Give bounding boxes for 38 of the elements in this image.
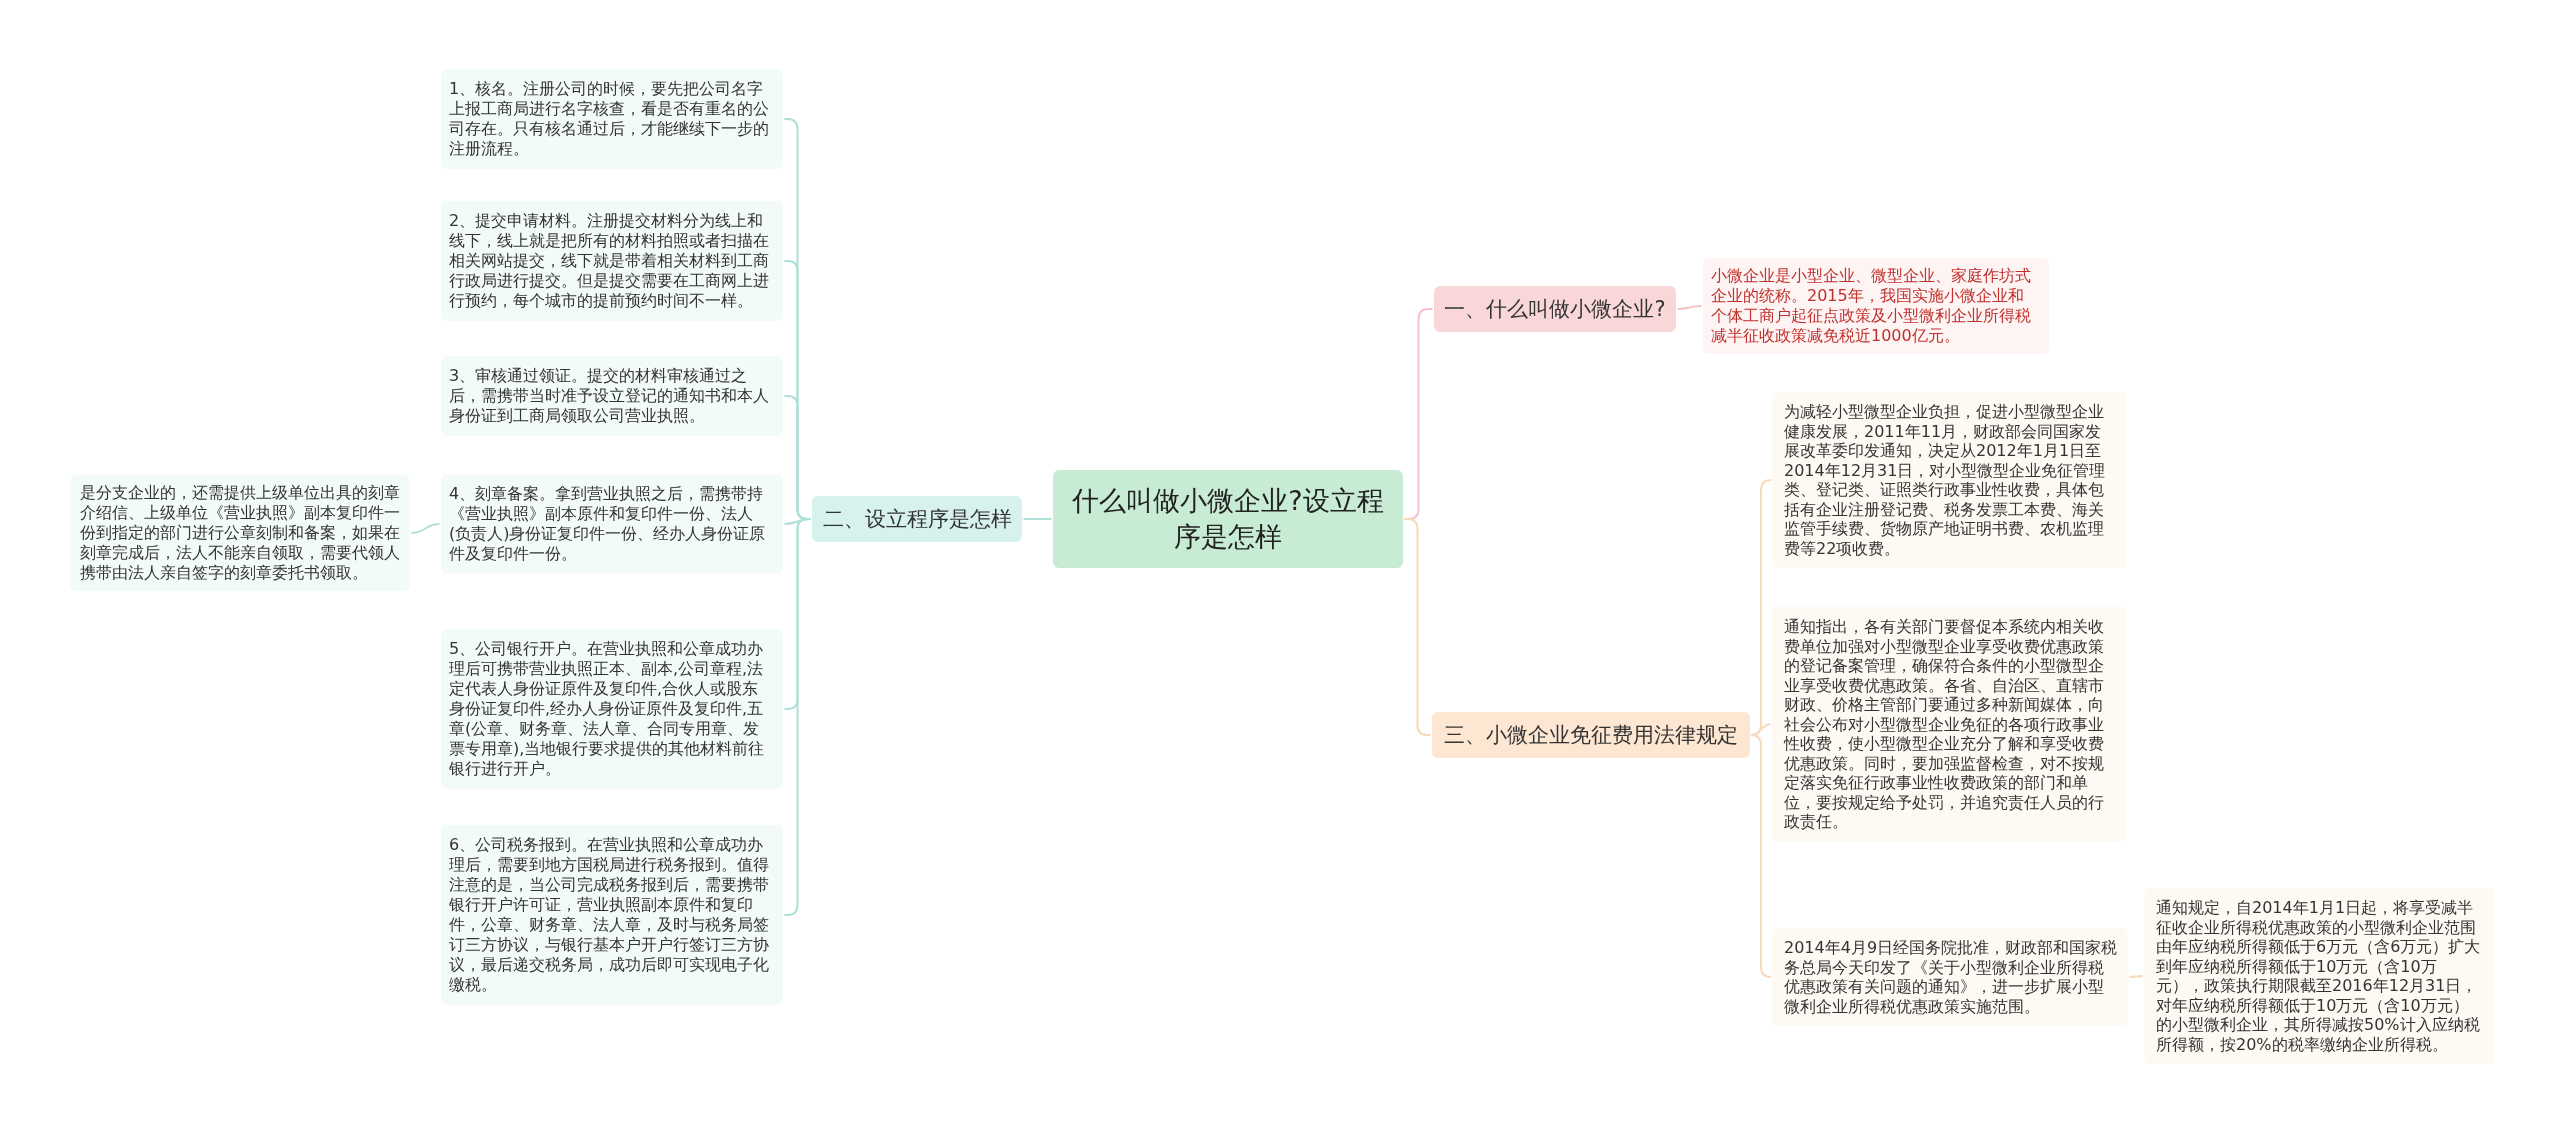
- note-box: [70, 475, 410, 591]
- note-text: 是分支企业的，还需提供上级单位出具的刻章介绍信、上级单位《营业执照》副本复印件一份到指定的部门进行公章刻制和备案，如果在刻章完成后，法人不能亲自领取，需要代领人携带由法人亲自签字的刻章委托书领取。: [80, 483, 400, 583]
- connector-line: [2128, 975, 2144, 978]
- note-text: 5、公司银行开户。在营业执照和公章成功办理后可携带营业执照正本、副本,公司章程,法定代表人身份证原件及复印件,合伙人或股东身份证复印件,经办人身份证原件及复印件,五章(公章、财务章、法人章、合同专用章、发票专用章),当地银行要求提供的其他材料前往银行进行开户。: [449, 639, 766, 779]
- note-text: 6、公司税务报到。在营业执照和公章成功办理后，需要到地方国税局进行税务报到。值得注意的是，当公司完成税务报到后，需要携带银行开户许可证，营业执照副本原件和复印件，公章、财务章、法人章，及时与税务局签订三方协议，与银行基本户开户行签订三方协议，最后递交税务局，成功后即可实现电子化缴税。: [449, 835, 770, 995]
- branch-title: 一、什么叫做小微企业?: [1444, 296, 1666, 322]
- note-box: [1772, 928, 2128, 1026]
- branch-title: 二、设立程序是怎样: [822, 506, 1012, 532]
- note-box: [441, 825, 783, 1005]
- note-box: [441, 356, 783, 436]
- note-text: 4、刻章备案。拿到营业执照之后，需携带持《营业执照》副本原件和复印件一份、法人(负责人)身份证复印件一份、经办人身份证原件及复印件一份。: [449, 484, 767, 564]
- topic-title: 什么叫做小微企业?设立程序是怎样: [1071, 484, 1385, 554]
- note-box: [441, 474, 783, 574]
- branch-topic-box: [812, 496, 1022, 542]
- branch-topic-box: [1432, 712, 1750, 758]
- branch-title: 三、小微企业免征费用法律规定: [1443, 722, 1739, 748]
- note-box: [2144, 888, 2494, 1064]
- connector-line: [1022, 518, 1053, 520]
- note-box: [1772, 607, 2126, 842]
- note-box: [441, 629, 783, 789]
- note-box: [441, 201, 783, 321]
- note-box: [1703, 258, 2049, 354]
- note-box: [1772, 392, 2126, 568]
- connector-line: [410, 523, 441, 534]
- connector-line: [1403, 518, 1432, 736]
- note-text: 通知规定，自2014年1月1日起，将享受减半征收企业所得税优惠政策的小型微利企业范围由年应纳税所得额低于6万元（含6万元）扩大到年应纳税所得额低于10万元（含10万元），政策执行期限截至2016年12月31日，对年应纳税所得额低于10万元（含10万元）的小型微利企业，其所得减按50%计入应纳税所得额，按20%的税率缴纳企业所得税。: [2156, 898, 2482, 1054]
- note-box: [441, 69, 783, 169]
- connector-line: [1676, 305, 1703, 310]
- note-text: 2、提交申请材料。注册提交材料分为线上和线下，线上就是把所有的材料拍照或者扫描在相关网站提交，线下就是带着相关材料到工商行政局进行提交。但是提交需要在工商网上进行预约，每个城市的提前预约时间不一样。: [449, 211, 770, 311]
- branch-topic-box: [1434, 286, 1676, 332]
- central-topic-box: [1053, 470, 1403, 568]
- note-text: 小微企业是小型企业、微型企业、家庭作坊式企业的统称。2015年，我国实施小微企业和个体工商户起征点政策及小型微利企业所得税减半征收政策减免税近1000亿元。: [1711, 266, 2032, 346]
- note-text: 1、核名。注册公司的时候，要先把公司名字上报工商局进行名字核查，看是否有重名的公司存在。只有核名通过后，才能继续下一步的注册流程。: [449, 79, 770, 159]
- connector-line: [1750, 734, 1772, 978]
- note-text: 3、审核通过领证。提交的材料审核通过之后，需携带当时准予设立登记的通知书和本人身份证到工商局领取公司营业执照。: [449, 366, 770, 426]
- note-text: 2014年4月9日经国务院批准，财政部和国家税务总局今天印发了《关于小型微利企业所得税优惠政策有关问题的通知》，进一步扩展小型微利企业所得税优惠政策实施范围。: [1784, 938, 2118, 1016]
- note-text: 通知指出，各有关部门要督促本系统内相关收费单位加强对小型微型企业享受收费优惠政策的登记备案管理，确保符合条件的小型微型企业享受收费优惠政策。各省、自治区、直辖市财政、价格主管部门要通过多种新闻媒体，向社会公布对小型微型企业免征的各项行政事业性收费，使小型微型企业充分了解和享受收费优惠政策。同时，要加强监督检查，对不按规定落实免征行政事业性收费政策的部门和单位，要按规定给予处罚，并追究责任人员的行政责任。: [1784, 617, 2105, 832]
- note-text: 为减轻小型微型企业负担，促进小型微型企业健康发展，2011年11月，财政部会同国家发展改革委印发通知，决定从2012年1月1日至2014年12月31日，对小型微型企业免征管理类、登记类、证照类行政事业性收费，具体包括有企业注册登记费、税务发票工本费、海关监管手续费、货物原产地证明书费、农机监理费等22项收费。: [1784, 402, 2107, 558]
